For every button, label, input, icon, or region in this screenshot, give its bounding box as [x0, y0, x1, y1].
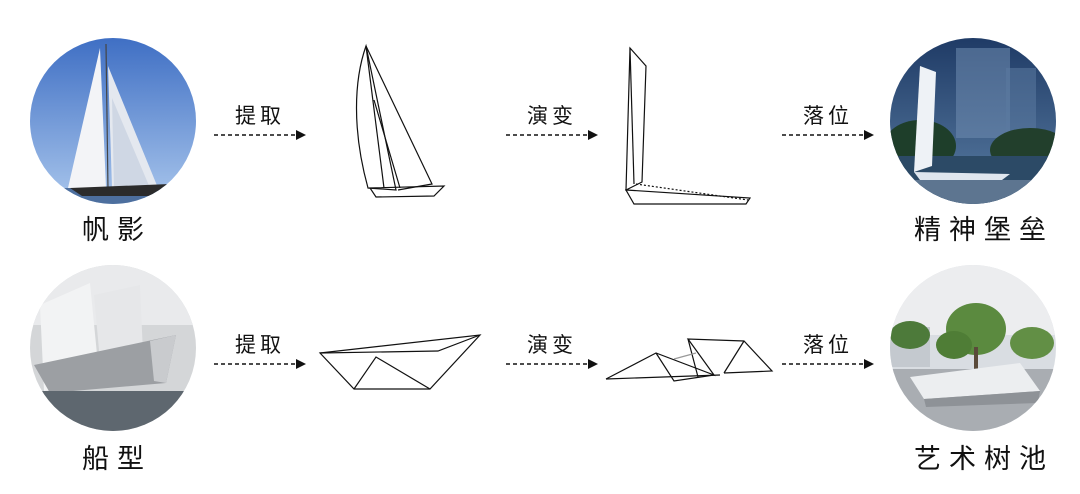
sailboat-photo [30, 38, 196, 204]
dashed-arrow-icon [214, 359, 306, 369]
ship-photo [30, 265, 196, 431]
step-evolve: 演变 [504, 100, 600, 148]
process-row-sail: 帆影 提取 演变 落位 [0, 0, 1080, 246]
step-place: 落位 [780, 329, 876, 377]
evolved-sail-sketch [624, 46, 752, 205]
step-evolve: 演变 [504, 329, 600, 377]
step-label: 演变 [527, 104, 577, 128]
result-caption: 精神堡垒 [914, 215, 1054, 246]
source-caption: 船型 [82, 444, 152, 475]
step-label: 提取 [235, 104, 285, 128]
result-caption: 艺术树池 [914, 444, 1054, 475]
monument-rendering-photo [890, 38, 1056, 204]
hull-outline-sketch [318, 334, 482, 390]
dashed-arrow-icon [782, 130, 874, 140]
tree-planter-rendering-photo [890, 265, 1056, 431]
dashed-arrow-icon [214, 130, 306, 140]
step-label: 落位 [803, 333, 853, 357]
evolved-hull-sketch [605, 338, 774, 382]
dashed-arrow-icon [506, 130, 598, 140]
step-label: 提取 [235, 333, 285, 357]
process-row-hull: 船型 提取 演变 落位 [0, 247, 1080, 492]
step-place: 落位 [780, 100, 876, 148]
step-label: 演变 [527, 333, 577, 357]
step-extract: 提取 [212, 329, 308, 377]
step-extract: 提取 [212, 100, 308, 148]
sail-outline-sketch [355, 43, 446, 198]
step-label: 落位 [803, 104, 853, 128]
source-caption: 帆影 [82, 215, 152, 246]
dashed-arrow-icon [506, 359, 598, 369]
dashed-arrow-icon [782, 359, 874, 369]
